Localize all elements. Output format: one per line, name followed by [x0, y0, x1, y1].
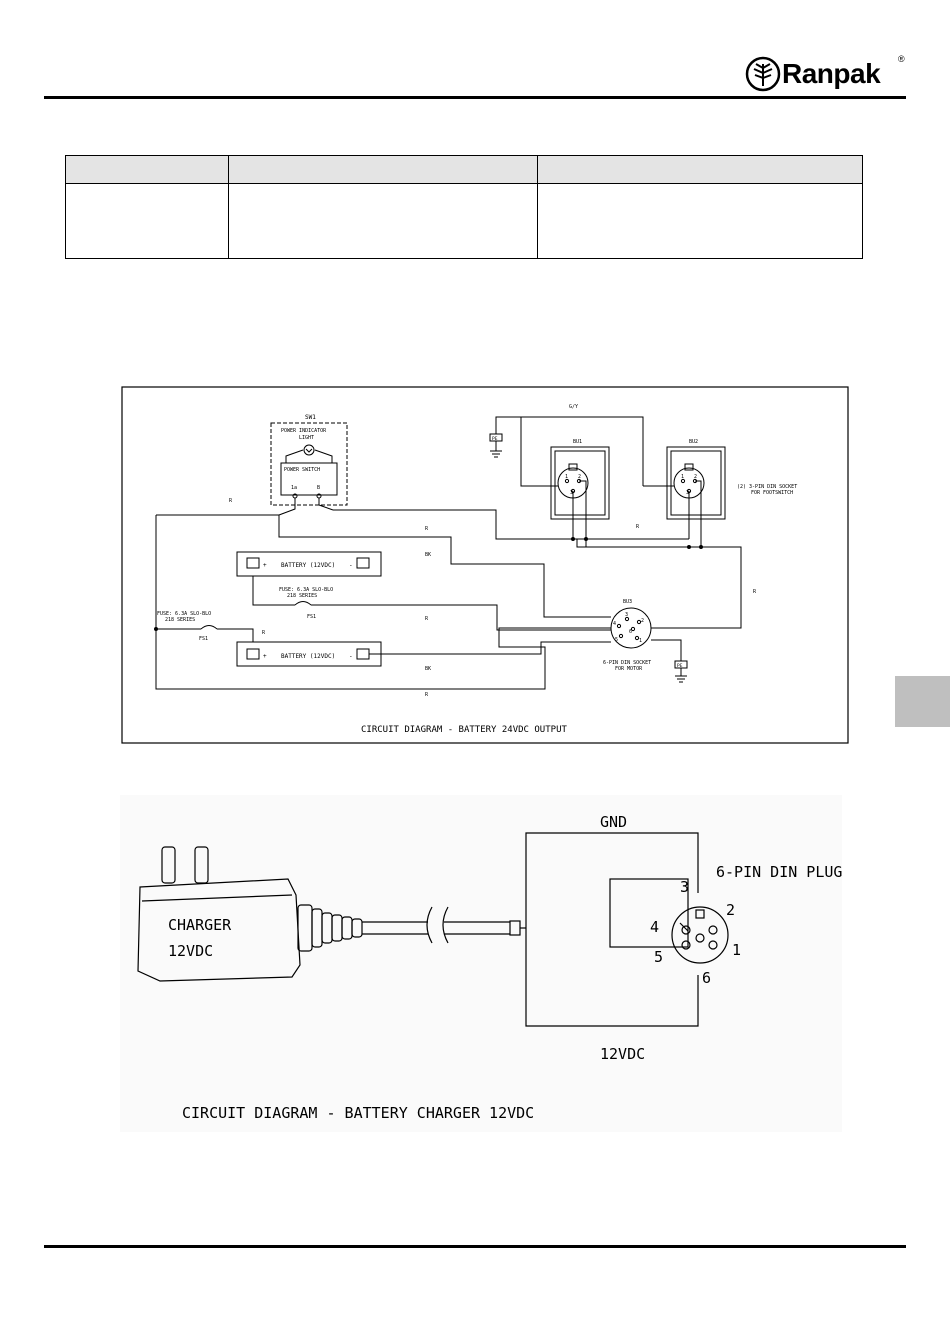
- pin-label: 4: [613, 621, 616, 627]
- pin-label: 3: [625, 612, 628, 618]
- power-switch-label: POWER SWITCH: [284, 467, 320, 473]
- pe-label: PE: [492, 436, 498, 442]
- sw1-box: [270, 422, 348, 506]
- diagram1-caption: CIRCUIT DIAGRAM - BATTERY 24VDC OUTPUT: [361, 725, 567, 735]
- ranpak-logo: Ranpak ®: [745, 54, 905, 96]
- battery-minus: -: [349, 562, 353, 569]
- pin-label: 1: [639, 638, 642, 644]
- diagram2-caption: CIRCUIT DIAGRAM - BATTERY CHARGER 12VDC: [182, 1104, 534, 1122]
- pe-label: PE: [677, 663, 683, 669]
- plug-pin-4: 4: [650, 918, 659, 936]
- wire-label-r: R: [425, 616, 429, 622]
- footer-rule: [44, 1245, 906, 1248]
- wire-label-bk: BK: [425, 552, 431, 558]
- battery-charger-12vdc-circuit-diagram: CHARGER 12VDC GND 12VDC 3 2 4 1 5 6 6-PI…: [120, 795, 842, 1132]
- battery-upper-label: BATTERY (12VDC): [281, 562, 335, 569]
- table-header-cell: [228, 155, 538, 184]
- table-header-cell: [537, 155, 863, 184]
- charger-prong: [161, 846, 176, 884]
- wire-label-r: R: [636, 524, 640, 530]
- din3-desc-line2: FOR FOOTSWITCH: [751, 490, 793, 496]
- pin-label: 6: [629, 629, 632, 635]
- pin-label: 2: [578, 474, 581, 480]
- table-header-row: [65, 155, 863, 184]
- wire-label-r: R: [229, 498, 233, 504]
- charger-label-line1: CHARGER: [168, 916, 232, 934]
- section-tab: [895, 676, 950, 727]
- bu1-socket: [550, 446, 610, 520]
- light-label: LIGHT: [299, 435, 314, 441]
- pin-label: 1: [681, 474, 684, 480]
- battery-24vdc-circuit-diagram: SW1 POWER INDICATOR LIGHT POWER SWITCH 1…: [121, 386, 849, 745]
- fuse-inner-line2: 218 SERIES: [287, 593, 317, 599]
- wire-label-bk: BK: [425, 666, 431, 672]
- wire-label-r: R: [262, 630, 266, 636]
- wire-label-gy: G/Y: [569, 404, 578, 410]
- din-plug-icon: [671, 906, 729, 964]
- din6-desc-line1: 6-PIN DIN SOCKET: [603, 660, 651, 666]
- charger-prong: [194, 846, 209, 884]
- table-cell: [537, 183, 863, 259]
- bu2-socket: [666, 446, 726, 520]
- charger-body: [137, 878, 301, 982]
- plug-pin-2: 2: [726, 901, 735, 919]
- battery-plus: +: [263, 653, 267, 660]
- switch-pin-1a: 1a: [291, 485, 297, 491]
- din6-desc-line2: FOR MOTOR: [615, 666, 643, 672]
- table-cell: [228, 183, 538, 259]
- fuse-inner-line1: FUSE: 6.3A SLO-BLO: [279, 587, 333, 593]
- charger-label-line2: 12VDC: [168, 942, 213, 960]
- indicator-lamp-icon: [303, 444, 315, 456]
- table-row: [65, 183, 863, 259]
- pin-label: 2: [641, 618, 644, 624]
- wire-label-r: R: [753, 589, 757, 595]
- brand-name: Ranpak: [782, 58, 881, 89]
- fuse-inner-id: FS1: [307, 614, 316, 620]
- leaf-emblem-icon: [745, 56, 781, 92]
- pin-label: 5: [615, 637, 618, 643]
- header-rule: [44, 96, 906, 99]
- bu1-label: BU1: [573, 439, 582, 445]
- pin-label: 3: [570, 490, 573, 496]
- battery-plus: +: [263, 562, 267, 569]
- sw1-label: SW1: [305, 414, 316, 421]
- fuse-outer-line1: FUSE: 6.3A SLO-BLO: [157, 611, 211, 617]
- din3-desc-line1: (2) 3-PIN DIN SOCKET: [737, 484, 797, 490]
- plug-pin-1: 1: [732, 941, 741, 959]
- battery-lower-label: BATTERY (12VDC): [281, 653, 335, 660]
- pin-label: 2: [694, 474, 697, 480]
- header-table: [65, 155, 863, 259]
- v12-label: 12VDC: [600, 1045, 645, 1063]
- plug-label: 6-PIN DIN PLUG: [716, 863, 842, 881]
- bu3-socket: [610, 607, 652, 649]
- bu2-label: BU2: [689, 439, 698, 445]
- fuse-outer-id: FS1: [199, 636, 208, 642]
- wire-label-r: R: [425, 692, 429, 698]
- bu3-label: BU3: [623, 599, 632, 605]
- pin-label: 1: [565, 474, 568, 480]
- table-cell: [65, 183, 229, 259]
- battery-minus: -: [349, 653, 353, 660]
- fuse-outer-line2: 218 SERIES: [165, 617, 195, 623]
- registered-mark: ®: [898, 54, 905, 64]
- table-header-cell: [65, 155, 229, 184]
- power-indicator-label: POWER INDICATOR: [281, 428, 327, 434]
- plug-pin-5: 5: [654, 948, 663, 966]
- plug-pin-6: 6: [702, 969, 711, 987]
- plug-pin-3: 3: [680, 878, 689, 896]
- pin-label: 3: [686, 490, 689, 496]
- switch-pin-b: B: [317, 485, 320, 491]
- wire-label-r: R: [425, 526, 429, 532]
- plug-bracket: [609, 878, 689, 948]
- battery-upper: [236, 551, 382, 577]
- gnd-label: GND: [600, 813, 627, 831]
